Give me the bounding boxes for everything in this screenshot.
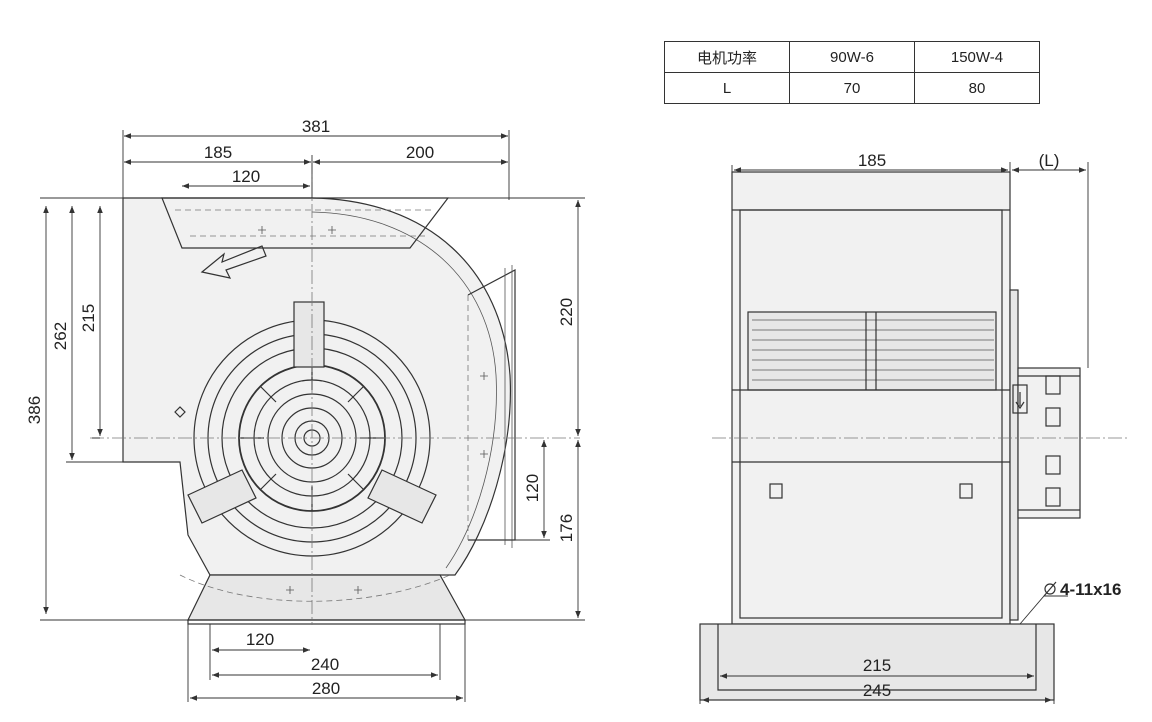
fan-base [187,574,467,621]
mounting-arm-top [293,301,325,368]
table-cell: 电机功率 [664,41,790,73]
bolt [959,483,973,499]
dim-overall-height: 386 [25,396,44,424]
dim-base-245: 245 [863,681,891,700]
mounting-arm-left [187,469,257,524]
dim-overall-width: 381 [302,117,330,136]
dim-height-262: 262 [51,322,70,350]
dim-base-280: 280 [312,679,340,698]
table-cell: 70 [789,72,915,104]
side-view: 185 (L) 215 245 4-11x16 [699,151,1130,704]
dim-side-width: 185 [858,151,886,170]
dim-height-176: 176 [557,514,576,542]
mounting-hole-spec: 4-11x16 [1060,580,1121,599]
airflow-arrow [200,245,267,279]
impeller-wheel [747,311,997,391]
bolt [769,483,783,499]
diameter-symbol-icon [1044,583,1056,595]
dim-base-240: 240 [311,655,339,674]
dim-motor-length: (L) [1039,151,1060,170]
dim-height-120: 120 [523,474,542,502]
dim-left-width: 185 [204,143,232,162]
motor-flange [1009,289,1019,621]
dim-outlet-offset: 120 [232,167,260,186]
table-cell: 80 [914,72,1040,104]
table-header-row: 电机功率 90W-6 150W-4 [664,41,1040,73]
front-view: 381 185 200 120 386 262 215 220 120 176 … [25,117,585,702]
outlet-flange [161,197,450,249]
dim-height-215: 215 [79,304,98,332]
dim-height-220: 220 [557,298,576,326]
dim-base-120: 120 [246,630,274,649]
dim-base-215: 215 [863,656,891,675]
table-row: L 70 80 [664,72,1040,104]
dim-right-width: 200 [406,143,434,162]
mounting-arm-right [367,469,437,524]
side-housing [731,171,1011,625]
motor-body [1017,367,1081,519]
table-cell: L [664,72,790,104]
motor-power-table: 电机功率 90W-6 150W-4 L 70 80 [664,41,1040,104]
fan-housing [122,197,512,576]
